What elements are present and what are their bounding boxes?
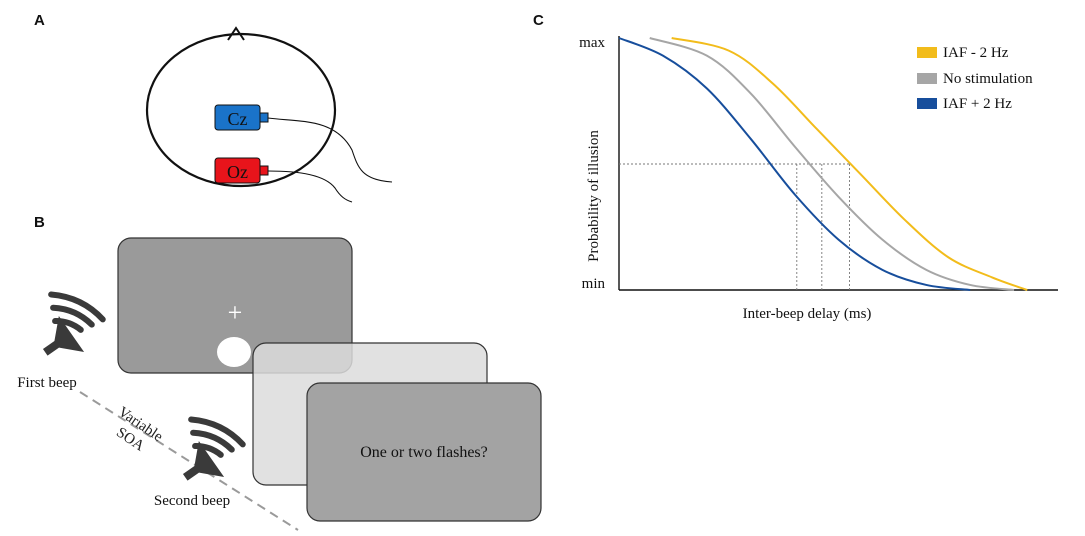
legend-item-iaf-plus: IAF + 2 Hz [917, 96, 1012, 112]
legend-swatch-no-stimulation [917, 73, 937, 84]
y-axis-label: Probability of illusion [586, 130, 602, 262]
electrode-cz-wire [267, 117, 393, 183]
electrode-oz-label: Oz [227, 162, 248, 182]
legend-item-iaf-minus: IAF - 2 Hz [917, 45, 1009, 61]
legend-swatch-iaf-minus [917, 47, 937, 58]
electrode-cz-connector [259, 112, 269, 123]
screen-fixation [117, 237, 353, 374]
screen-question [306, 382, 542, 522]
electrode-cz: Cz [214, 104, 393, 183]
soa-dashed-line [79, 391, 299, 531]
series-curves [618, 37, 1028, 291]
electrode-oz-wire [267, 170, 353, 203]
legend-swatch-iaf-plus [917, 98, 937, 109]
legend: IAF - 2 Hz No stimulation IAF + 2 Hz [917, 45, 1033, 112]
electrode-cz-label: Cz [228, 109, 248, 129]
second-beep-label: Second beep [154, 493, 230, 509]
y-tick-max: max [579, 35, 605, 51]
soa-label: Variable SOA [113, 404, 165, 455]
reference-lines [619, 163, 850, 290]
legend-label-iaf-minus: IAF - 2 Hz [943, 45, 1009, 61]
panel-label-a: A [34, 12, 45, 29]
series-line-iaf-minus [671, 37, 1028, 291]
fixation-cross: + [228, 298, 243, 327]
panel-label-b: B [34, 214, 45, 231]
speaker-icon-second [182, 416, 246, 481]
electrode-oz-connector [259, 165, 269, 176]
legend-item-no-stimulation: No stimulation [917, 71, 1033, 87]
x-axis-label: Inter-beep delay (ms) [743, 306, 872, 322]
panel-label-c: C [533, 12, 544, 29]
flash-disc [217, 337, 251, 367]
legend-label-no-stimulation: No stimulation [943, 71, 1033, 87]
nose-icon [227, 26, 245, 41]
first-beep-label: First beep [17, 375, 77, 391]
illusion-chart: max min Probability of illusion Inter-be… [579, 35, 1058, 322]
task-diagram: + One or two flashes? First beep Variabl… [17, 237, 542, 531]
y-tick-min: min [582, 276, 606, 292]
series-line-iaf-plus [618, 37, 971, 291]
speaker-icon-first [42, 291, 106, 356]
head-diagram: Cz Oz [145, 26, 393, 203]
electrode-oz: Oz [214, 157, 353, 203]
legend-label-iaf-plus: IAF + 2 Hz [943, 96, 1012, 112]
question-text: One or two flashes? [360, 444, 488, 461]
series-line-no-stimulation [649, 37, 1015, 291]
